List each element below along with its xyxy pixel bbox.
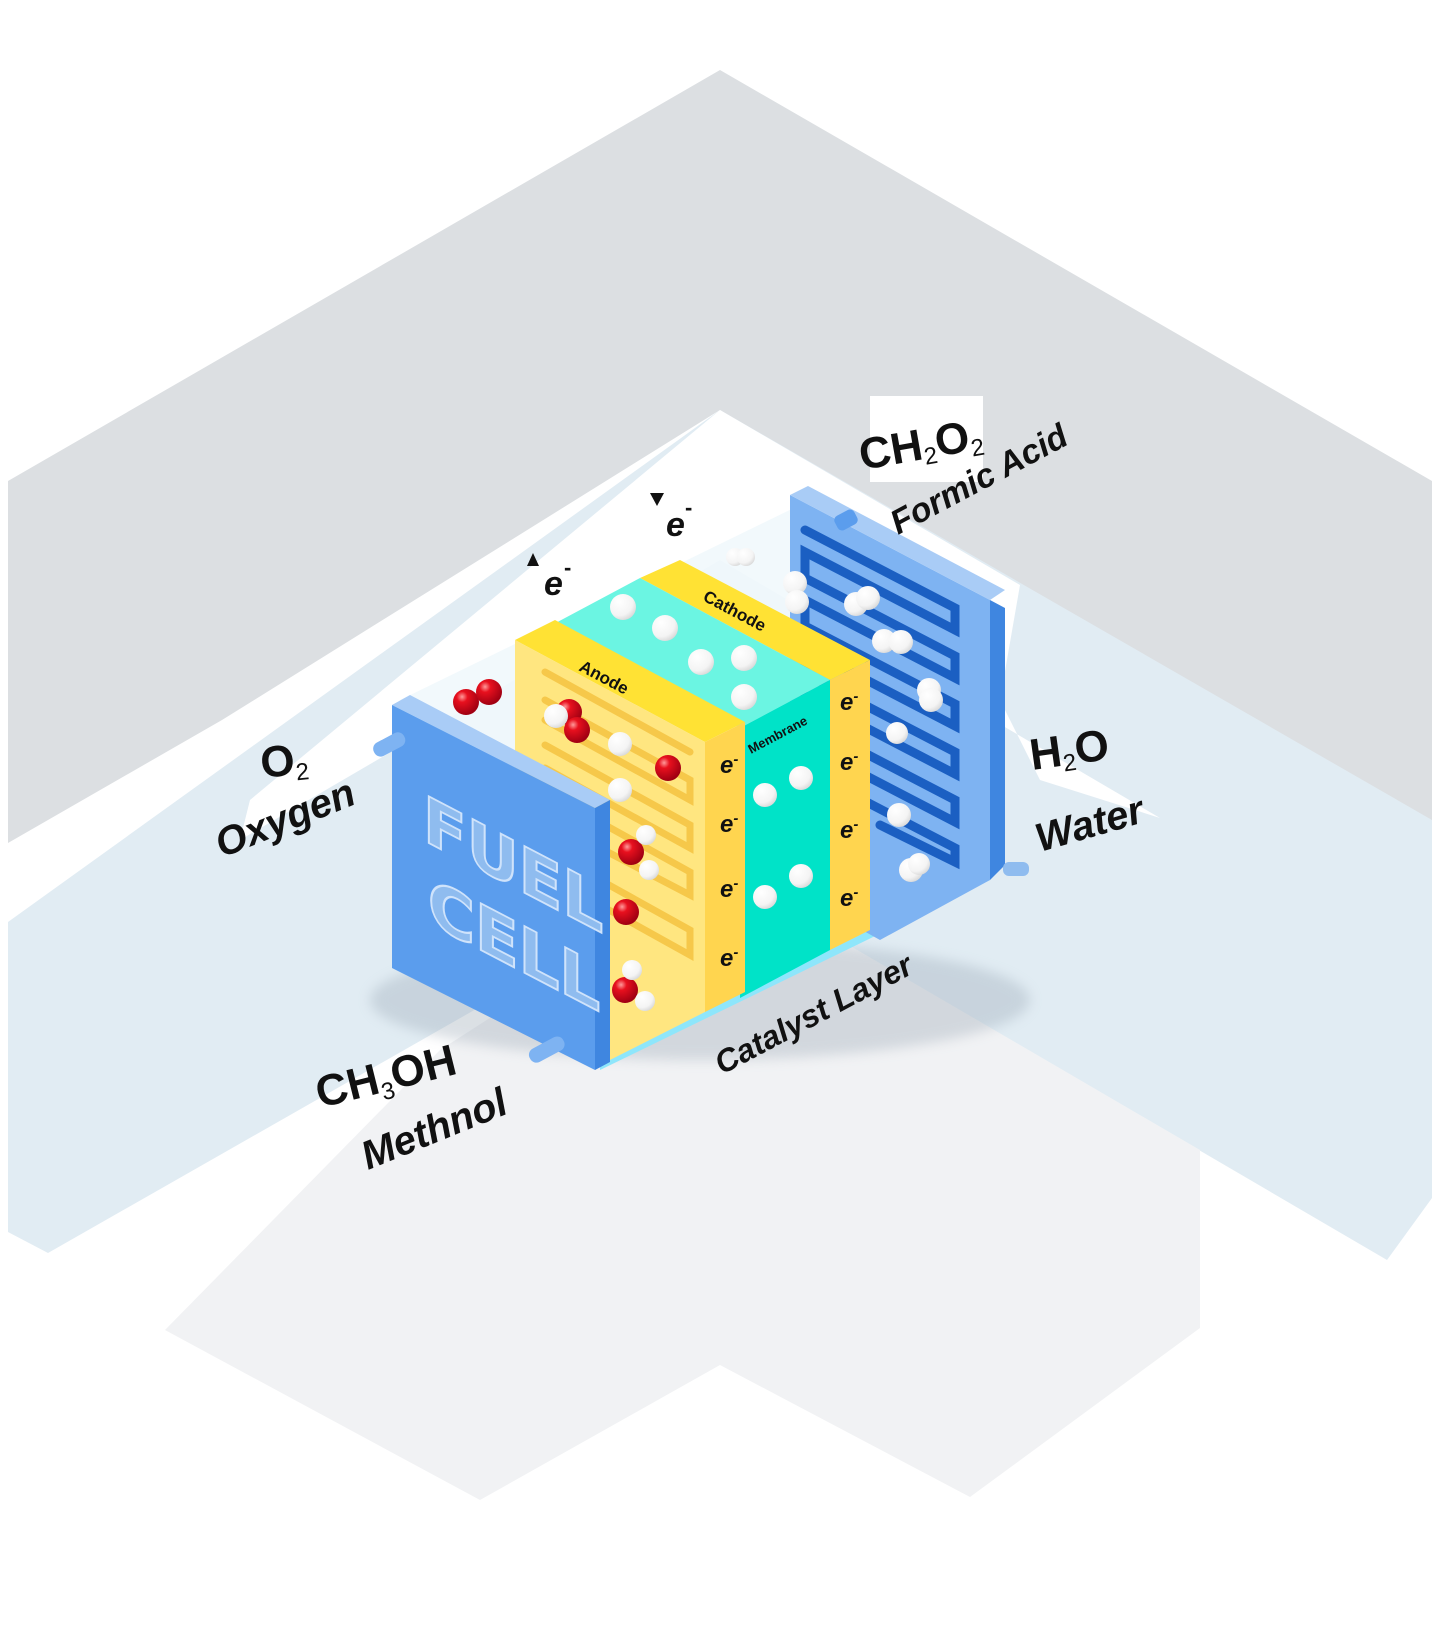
water-formula-main: H bbox=[1027, 727, 1065, 780]
hydrogen-atom bbox=[872, 629, 896, 653]
electron-up-charge: - bbox=[564, 555, 571, 580]
oxygen-atom bbox=[476, 679, 502, 705]
oxygen-formula-sub: 2 bbox=[294, 758, 310, 786]
svg-text:CH2O2: CH2O2 bbox=[855, 410, 986, 482]
oxygen-atom bbox=[613, 899, 639, 925]
svg-text:O2: O2 bbox=[258, 734, 311, 790]
electron-labels: e-e-e-e-e-e-e-e- bbox=[720, 688, 858, 972]
bg-chevron-gray bbox=[8, 70, 1432, 843]
right-plate-outlet-pipe bbox=[1003, 862, 1029, 876]
hydrogen-atom bbox=[622, 960, 642, 980]
hydrogen-atom bbox=[856, 586, 880, 610]
hydrogen-atom bbox=[753, 885, 777, 909]
hydrogen-atom bbox=[889, 630, 913, 654]
formic-formula-main: CH bbox=[855, 421, 926, 480]
hydrogen-atom bbox=[731, 684, 757, 710]
oxygen-atom bbox=[612, 977, 638, 1003]
hydrogen-atom bbox=[688, 649, 714, 675]
front-plate-inlet-pipe bbox=[373, 732, 406, 757]
methanol-formula-sub: 3 bbox=[379, 1077, 398, 1106]
oxygen-atom bbox=[564, 717, 590, 743]
hydrogen-atom bbox=[544, 704, 568, 728]
electron-label: e- bbox=[840, 884, 858, 912]
hydrogen-atom bbox=[783, 571, 807, 595]
electron-down-charge: - bbox=[685, 495, 692, 520]
hydrogen-atom bbox=[908, 853, 930, 875]
anode-flow-channels bbox=[541, 668, 694, 961]
arrow-up-icon bbox=[527, 553, 539, 566]
electron-label: e- bbox=[720, 751, 738, 779]
electron-label: e- bbox=[840, 816, 858, 844]
oxygen-formula-main: O bbox=[258, 736, 297, 788]
hydrogen-atom bbox=[639, 860, 659, 880]
hydrogen-atom bbox=[737, 548, 755, 566]
hydrogen-atom bbox=[789, 766, 813, 790]
fuel-cell-front-plate: FUEL CELL bbox=[373, 695, 610, 1070]
hydrogen-atom bbox=[608, 778, 632, 802]
formic-formula-sub: 2 bbox=[922, 442, 940, 471]
water-formula-sub: 2 bbox=[1061, 749, 1078, 778]
hydrogen-atom bbox=[785, 590, 809, 614]
hydrogen-atom bbox=[636, 825, 656, 845]
electron-label: e- bbox=[840, 688, 858, 716]
hydrogen-atom bbox=[731, 645, 757, 671]
hydrogen-atom bbox=[608, 732, 632, 756]
hydrogen-atom bbox=[635, 991, 655, 1011]
electron-label: e- bbox=[840, 748, 858, 776]
formic-formula-rest: O bbox=[931, 412, 973, 466]
electron-label: e- bbox=[720, 875, 738, 903]
formic-formula-sub2: 2 bbox=[969, 434, 987, 463]
arrow-down-icon bbox=[650, 493, 664, 506]
hydrogen-atom bbox=[887, 803, 911, 827]
hydrogen-atom bbox=[886, 722, 908, 744]
electron-label: e- bbox=[720, 944, 738, 972]
front-plate-outlet-pipe bbox=[528, 1036, 565, 1063]
formula-backdrop bbox=[870, 396, 983, 482]
hydrogen-atom bbox=[919, 688, 943, 712]
electron-flow-up: e - bbox=[527, 553, 571, 603]
right-plate-inlet-pipe bbox=[834, 509, 858, 531]
oxygen-atom bbox=[655, 755, 681, 781]
svg-text:H2O: H2O bbox=[1027, 720, 1113, 782]
hydrogen-atom bbox=[753, 783, 777, 807]
electron-flow-down: e - bbox=[650, 493, 692, 544]
oxygen-atom bbox=[453, 689, 479, 715]
hydrogen-atom bbox=[610, 594, 636, 620]
cathode-layer bbox=[640, 560, 870, 950]
molecules bbox=[453, 548, 943, 1011]
hydrogen-atom bbox=[652, 615, 678, 641]
electron-up-symbol: e bbox=[544, 565, 563, 603]
electron-down-symbol: e bbox=[666, 506, 685, 544]
oxygen-atom bbox=[618, 839, 644, 865]
electron-label: e- bbox=[720, 810, 738, 838]
hydrogen-atom bbox=[789, 864, 813, 888]
water-formula-rest: O bbox=[1071, 720, 1112, 773]
